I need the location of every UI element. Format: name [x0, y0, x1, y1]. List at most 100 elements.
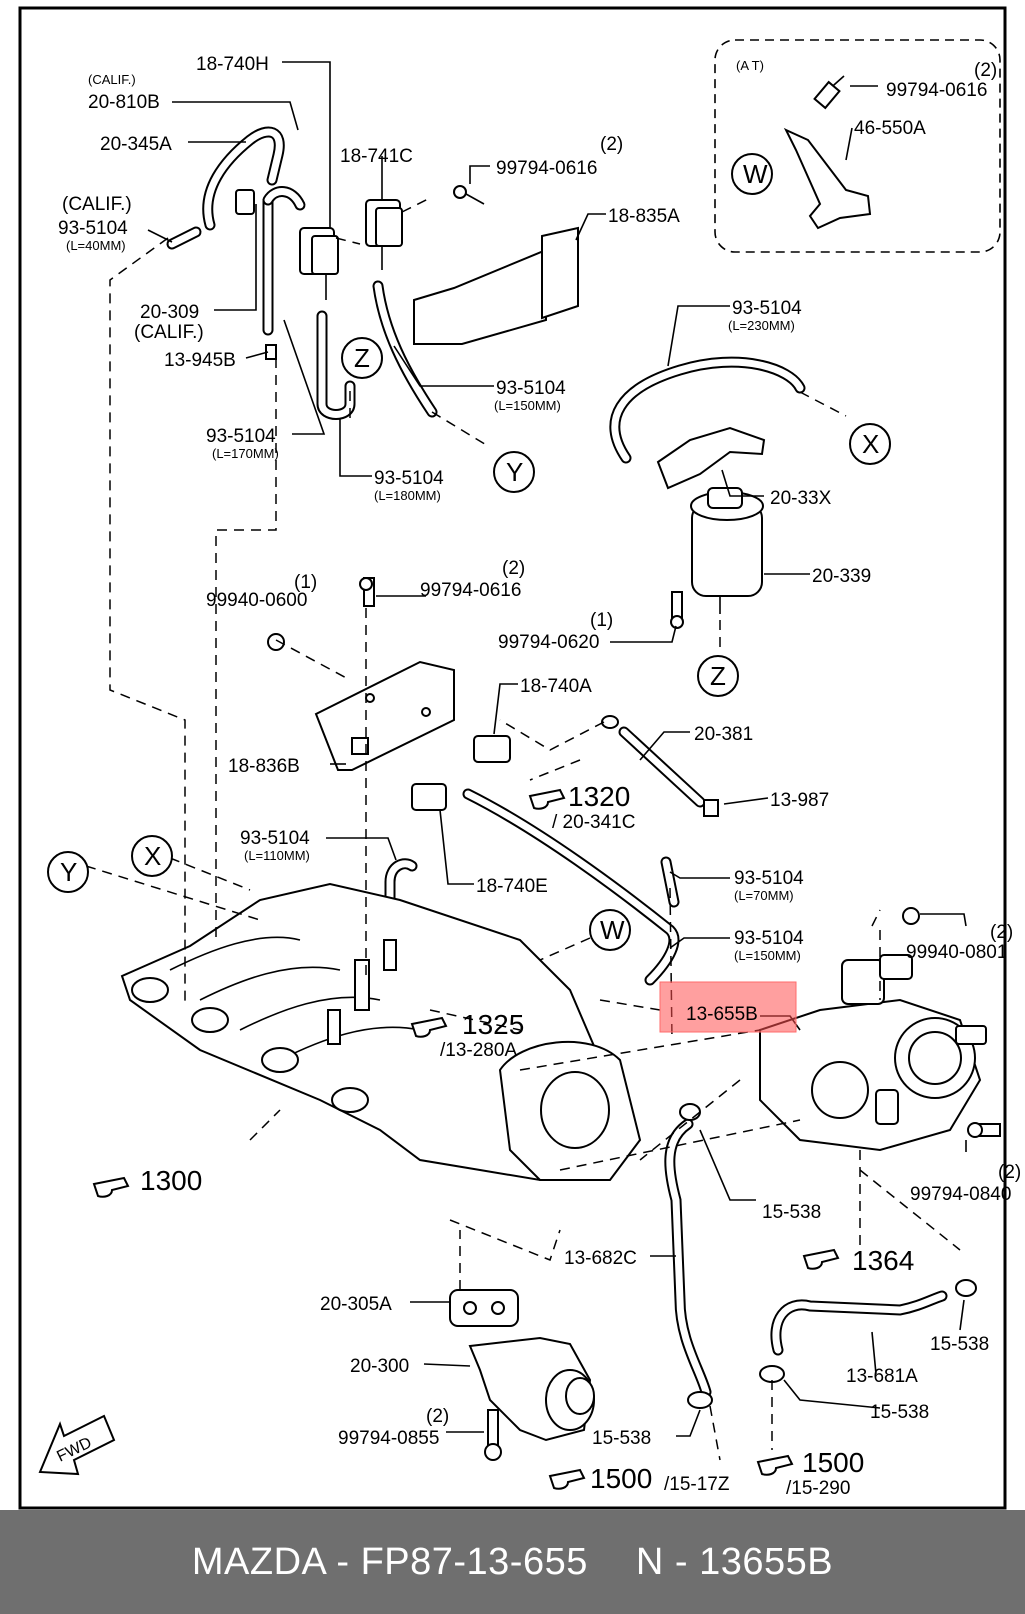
label-15-538-a: 15-538	[762, 1202, 821, 1223]
label-len-150a: (L=150MM)	[494, 398, 561, 413]
iac-valve	[449, 1289, 595, 1461]
label-circle-y-2: Y	[60, 857, 77, 887]
label-18-740H: 18-740H	[196, 54, 269, 75]
label-93-5104-g: 93-5104	[734, 868, 804, 889]
label-15-538-b: 15-538	[930, 1334, 989, 1355]
label-93-5104-c: 93-5104	[374, 468, 444, 489]
label-20-309: 20-309	[140, 302, 199, 323]
label-len-150b: (L=150MM)	[734, 948, 801, 963]
label-93-5104-b: 93-5104	[206, 426, 276, 447]
label-circle-z-2: Z	[354, 343, 370, 373]
label-93-5104-f: 93-5104	[240, 828, 310, 849]
label-99794-0616-a: 99794-0616	[496, 158, 597, 179]
hand-pointer-icon	[410, 1016, 448, 1038]
hand-pointer-icon	[802, 1248, 840, 1270]
label-len-110: (L=110MM)	[244, 848, 310, 863]
label-qty-2-e: (2)	[998, 1162, 1021, 1183]
hand-pointer-icon	[756, 1454, 794, 1476]
label-qty-2-c: (2)	[502, 558, 525, 579]
label-15-538-c: 15-538	[870, 1402, 929, 1423]
label-20-305A: 20-305A	[320, 1294, 392, 1315]
label-13-987: 13-987	[770, 790, 829, 811]
label-93-5104-e: 93-5104	[732, 298, 802, 319]
label-99794-0620: 99794-0620	[498, 632, 599, 653]
label-circle-z-1: Z	[710, 661, 726, 691]
label-99794-0616-b: 99794-0616	[886, 80, 987, 101]
label-20-339: 20-339	[812, 566, 871, 587]
label-ref-1325: 1325	[462, 1009, 524, 1040]
label-93-5104-h: 93-5104	[734, 928, 804, 949]
label-13-681A: 13-681A	[846, 1366, 918, 1387]
label-circle-w-1: W	[743, 159, 768, 189]
label-20-381: 20-381	[694, 724, 753, 745]
label-circle-y-1: Y	[506, 457, 523, 487]
fwd-arrow: FWD	[38, 1414, 116, 1476]
label-ref-1300: 1300	[140, 1165, 202, 1196]
label-ref-1364: 1364	[852, 1245, 914, 1276]
label-20-300: 20-300	[350, 1356, 409, 1377]
catalog-number: N - 13655B	[635, 1540, 834, 1583]
label-18-835A: 18-835A	[608, 206, 680, 227]
label-qty-2-b: (2)	[974, 60, 997, 81]
label-99940-0801: 99940-0801	[906, 942, 1007, 963]
label-20-345A: 20-345A	[100, 134, 172, 155]
exploded-parts-diagram: FWD	[18, 6, 1021, 1510]
label-ref-1500-b: 1500	[802, 1447, 864, 1478]
label-93-5104-a: 93-5104	[58, 218, 128, 239]
part-number-banner: MAZDA - FP87-13-655 N - 13655B	[0, 1510, 1025, 1614]
label-calif-2: (CALIF.)	[62, 194, 132, 215]
label-20-33X: 20-33X	[770, 488, 832, 509]
label-18-740A: 18-740A	[520, 676, 592, 697]
label-20-810B: 20-810B	[88, 92, 160, 113]
label-13-945B: 13-945B	[164, 350, 236, 371]
at-bracket-box	[714, 39, 1001, 253]
label-circle-w-2: W	[600, 915, 625, 945]
intake-manifold	[120, 882, 642, 1182]
label-qty-1-a: (1)	[590, 610, 613, 631]
label-circle-x-2: X	[144, 841, 161, 871]
label-len-180: (L=180MM)	[374, 488, 441, 503]
label-13-682C: 13-682C	[564, 1248, 637, 1269]
canister-group	[609, 356, 806, 629]
label-circle-x-1: X	[862, 429, 879, 459]
label-qty-2-a: (2)	[600, 134, 623, 155]
label-ref-13-280A: /13-280A	[440, 1040, 517, 1061]
hand-pointer-icons	[92, 788, 840, 1490]
label-46-550A: 46-550A	[854, 118, 926, 139]
label-qty-1-b: (1)	[294, 572, 317, 593]
highlight-13-655B	[659, 981, 797, 1033]
brand-part-number: MAZDA - FP87-13-655	[191, 1540, 588, 1583]
throttle-body	[759, 907, 1001, 1152]
label-99794-0616-c: 99794-0616	[420, 580, 521, 601]
label-ref-15-290: /15-290	[786, 1478, 850, 1499]
label-ref-1320: 1320	[568, 781, 630, 812]
label-99794-0840: 99794-0840	[910, 1184, 1011, 1205]
label-99940-0600: 99940-0600	[206, 590, 307, 611]
label-18-836B: 18-836B	[228, 756, 300, 777]
label-18-740E: 18-740E	[476, 876, 548, 897]
part-number-text: MAZDA - FP87-13-655 N - 13655B	[192, 1541, 833, 1584]
hand-pointer-icon	[92, 1176, 130, 1198]
label-at: (A T)	[736, 58, 764, 73]
label-ref-1500-a: 1500	[590, 1463, 652, 1494]
label-18-741C: 18-741C	[340, 146, 413, 167]
label-len-70: (L=70MM)	[734, 888, 794, 903]
hand-pointer-icon	[528, 788, 566, 810]
label-qty-2-d: (2)	[990, 922, 1013, 943]
label-calif-3: (CALIF.)	[134, 322, 204, 343]
label-93-5104-d: 93-5104	[496, 378, 566, 399]
circled-letters	[47, 153, 891, 951]
solenoid-plate-middle	[267, 577, 719, 986]
label-qty-2-f: (2)	[426, 1406, 449, 1427]
label-len-40: (L=40MM)	[66, 238, 126, 253]
reference-lines	[85, 197, 961, 1461]
label-99794-0855: 99794-0855	[338, 1428, 439, 1449]
label-ref-20-341C: / 20-341C	[552, 812, 635, 833]
part-labels: (CALIF.) 20-810B 18-740H 20-345A 18-741C…	[58, 54, 1021, 1499]
label-len-230: (L=230MM)	[728, 318, 795, 333]
hoses-lower	[664, 1103, 977, 1409]
label-13-655B: 13-655B	[686, 1004, 758, 1025]
hand-pointer-icon	[548, 1468, 586, 1490]
label-15-538-d: 15-538	[592, 1428, 651, 1449]
label-ref-15-17Z: /15-17Z	[664, 1474, 730, 1495]
